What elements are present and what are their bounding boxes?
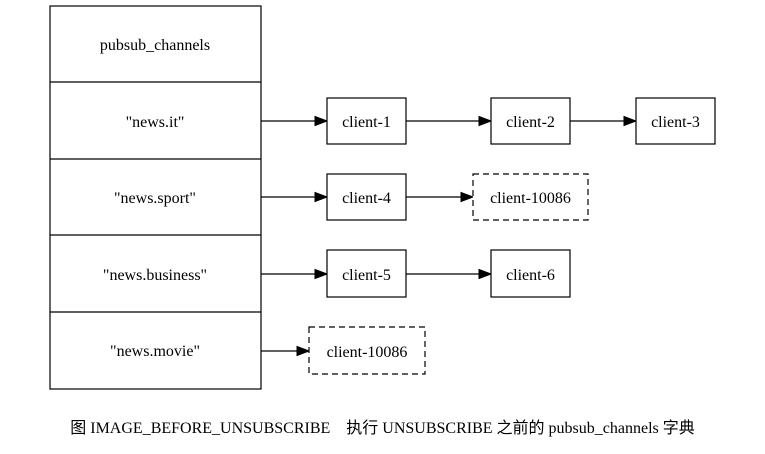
client-node xyxy=(490,249,571,298)
pubsub-channels-table: pubsub_channels "news.it" "news.sport" "… xyxy=(49,5,262,390)
arrowhead xyxy=(296,345,311,357)
client-node-dashed xyxy=(472,173,589,221)
client-node-label: client-2 xyxy=(506,114,555,131)
row-news-sport-links: client-4 client-10086 xyxy=(261,173,589,221)
client-node-label: client-10086 xyxy=(327,344,408,361)
table-frame xyxy=(49,5,262,390)
client-node-label: client-5 xyxy=(342,267,391,284)
client-node-label: client-4 xyxy=(342,190,391,207)
arrowhead xyxy=(460,191,475,203)
client-node-label: client-3 xyxy=(651,114,700,131)
pubsub-diagram: pubsub_channels "news.it" "news.sport" "… xyxy=(49,5,716,390)
client-node xyxy=(635,97,716,145)
channel-news-it: "news.it" xyxy=(126,114,185,131)
client-node xyxy=(326,249,407,298)
arrowhead xyxy=(314,115,329,127)
arrowhead xyxy=(314,191,329,203)
client-node xyxy=(326,97,407,145)
row-news-it-links: client-1 client-2 client-3 xyxy=(261,97,716,145)
table-header: pubsub_channels xyxy=(100,37,210,54)
row-news-movie-links: client-10086 xyxy=(261,326,426,375)
client-node-label: client-6 xyxy=(506,267,555,284)
arrowhead xyxy=(623,115,638,127)
row-news-business-links: client-5 client-6 xyxy=(261,249,571,298)
figure-caption: 图 IMAGE_BEFORE_UNSUBSCRIBE 执行 UNSUBSCRIB… xyxy=(70,420,695,437)
client-node-dashed xyxy=(308,326,426,375)
client-node-label: client-10086 xyxy=(490,190,571,207)
channel-news-business: "news.business" xyxy=(103,267,207,284)
channel-news-sport: "news.sport" xyxy=(114,190,196,207)
arrowhead xyxy=(314,268,329,280)
channel-news-movie: "news.movie" xyxy=(110,343,200,360)
arrowhead xyxy=(478,268,493,280)
client-node-label: client-1 xyxy=(342,114,391,131)
arrowhead xyxy=(478,115,493,127)
